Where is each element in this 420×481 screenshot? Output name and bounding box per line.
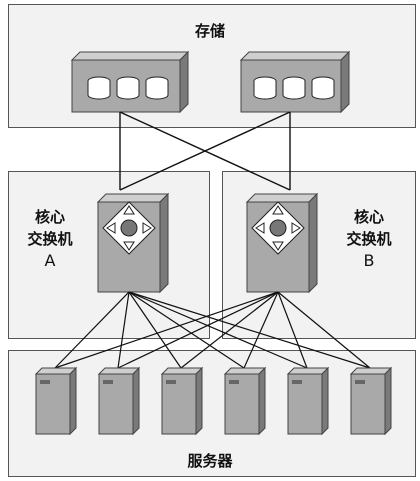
disk-icon (312, 77, 334, 99)
core-switch-b-device (247, 194, 317, 292)
core-switch-a-device (98, 194, 168, 292)
storage-label: 存储 (175, 20, 245, 42)
core-switch-a-label-line2: 交换机 (18, 228, 82, 250)
server-tower (162, 368, 202, 434)
storage-array-right (241, 52, 349, 112)
disk-icon (283, 77, 305, 99)
disk-icon (117, 77, 139, 99)
core-switch-b-label-line2: 交换机 (337, 228, 401, 250)
server-tower (288, 368, 328, 434)
storage-core-links (120, 112, 290, 190)
servers-label: 服务器 (170, 450, 250, 472)
disk-icon (254, 77, 276, 99)
server-tower (351, 368, 391, 434)
server-tower (36, 368, 76, 434)
core-server-links (55, 292, 370, 368)
core-switch-b-label-line1: 核心 (337, 206, 401, 228)
core-switch-b-label: 核心 交换机 B (337, 206, 401, 272)
storage-array-left (72, 52, 188, 112)
disk-icon (146, 77, 168, 99)
server-tower (225, 368, 265, 434)
disk-icon (88, 77, 110, 99)
server-tower (99, 368, 139, 434)
core-switch-b-label-line3: B (337, 250, 401, 272)
core-switch-a-label-line1: 核心 (18, 206, 82, 228)
core-switch-a-label-line3: A (18, 250, 82, 272)
core-switch-a-label: 核心 交换机 A (18, 206, 82, 272)
